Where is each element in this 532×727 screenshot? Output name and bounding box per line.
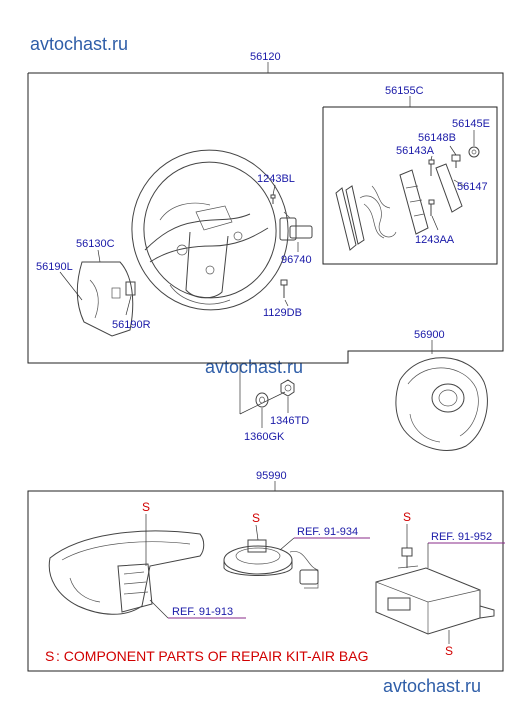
leader-56148B xyxy=(449,145,457,156)
ref-91-952[interactable]: REF. 91-952 xyxy=(431,531,492,543)
leader-ref-913 xyxy=(149,599,169,619)
airbag-module-56900[interactable] xyxy=(395,357,488,451)
leader-s-clock-spring xyxy=(255,524,259,541)
srs-control-module[interactable] xyxy=(375,547,495,635)
label-56190L[interactable]: 56190L xyxy=(36,261,73,273)
nut-56145E[interactable] xyxy=(468,146,480,158)
bolt-1129DB[interactable] xyxy=(280,279,288,298)
ref-91-913[interactable]: REF. 91-913 xyxy=(172,606,233,618)
label-56130C[interactable]: 56130C xyxy=(76,238,115,250)
label-56155C[interactable]: 56155C xyxy=(385,85,424,97)
leader-56147 xyxy=(453,179,465,187)
label-56147[interactable]: 56147 xyxy=(457,181,488,193)
screw-1243AA[interactable] xyxy=(428,199,435,216)
watermark-middle: avtochast.ru xyxy=(205,357,303,377)
label-1346TD[interactable]: 1346TD xyxy=(270,415,309,427)
label-1243AA[interactable]: 1243AA xyxy=(415,234,455,246)
watermark-bottom: avtochast.ru xyxy=(383,676,481,696)
s-mark-control-module-top: S xyxy=(403,510,411,524)
leader-ref-934 xyxy=(279,537,295,551)
leader-56190L xyxy=(59,271,83,301)
dashboard-passenger-airbag[interactable] xyxy=(48,530,205,615)
legend-text: : COMPONENT PARTS OF REPAIR KIT-AIR BAG xyxy=(56,648,368,664)
bracket-56147[interactable] xyxy=(399,163,463,235)
label-96740[interactable]: 96740 xyxy=(281,254,312,266)
s-mark-control-module-bottom: S xyxy=(445,644,453,658)
label-56148B[interactable]: 56148B xyxy=(418,132,456,144)
label-56900[interactable]: 56900 xyxy=(414,329,445,341)
airbag-system-frame xyxy=(27,490,504,672)
label-95990[interactable]: 95990 xyxy=(256,470,287,482)
leader-56130C xyxy=(97,249,101,263)
steering-wheel[interactable] xyxy=(117,136,303,325)
label-1360GK[interactable]: 1360GK xyxy=(244,431,285,443)
lower-cover-56130C[interactable] xyxy=(76,261,134,337)
watermark-top: avtochast.ru xyxy=(30,34,128,54)
washer-1360GK[interactable] xyxy=(255,392,269,408)
leader-56190R xyxy=(125,295,132,316)
label-1243BL[interactable]: 1243BL xyxy=(257,173,295,185)
nut-1346TD[interactable] xyxy=(280,379,295,397)
clock-spring[interactable] xyxy=(223,539,319,589)
s-mark-dashboard: S xyxy=(142,500,150,514)
label-56145E[interactable]: 56145E xyxy=(452,118,490,130)
screw-56143A[interactable] xyxy=(428,159,435,176)
leader-1243BL xyxy=(272,184,276,196)
leader-1129DB xyxy=(284,299,289,307)
switch-96740[interactable] xyxy=(279,211,313,241)
wiring-subframe xyxy=(322,106,498,265)
ref-91-934[interactable]: REF. 91-934 xyxy=(297,526,358,538)
leader-1243AA xyxy=(431,215,439,231)
steering-group-frame xyxy=(27,72,504,364)
screw-1243BL[interactable] xyxy=(270,194,276,204)
cover-clip-56190R[interactable] xyxy=(125,281,136,296)
label-56120[interactable]: 56120 xyxy=(250,51,281,63)
label-1129DB[interactable]: 1129DB xyxy=(263,307,302,319)
stud-56148B[interactable] xyxy=(451,154,461,168)
wiring-harness-56155C[interactable] xyxy=(335,185,397,251)
legend-symbol: S xyxy=(45,648,54,664)
label-56143A[interactable]: 56143A xyxy=(396,145,435,157)
leader-56143A xyxy=(430,155,433,161)
label-56190R[interactable]: 56190R xyxy=(112,319,151,331)
s-mark-clock-spring: S xyxy=(252,511,260,525)
